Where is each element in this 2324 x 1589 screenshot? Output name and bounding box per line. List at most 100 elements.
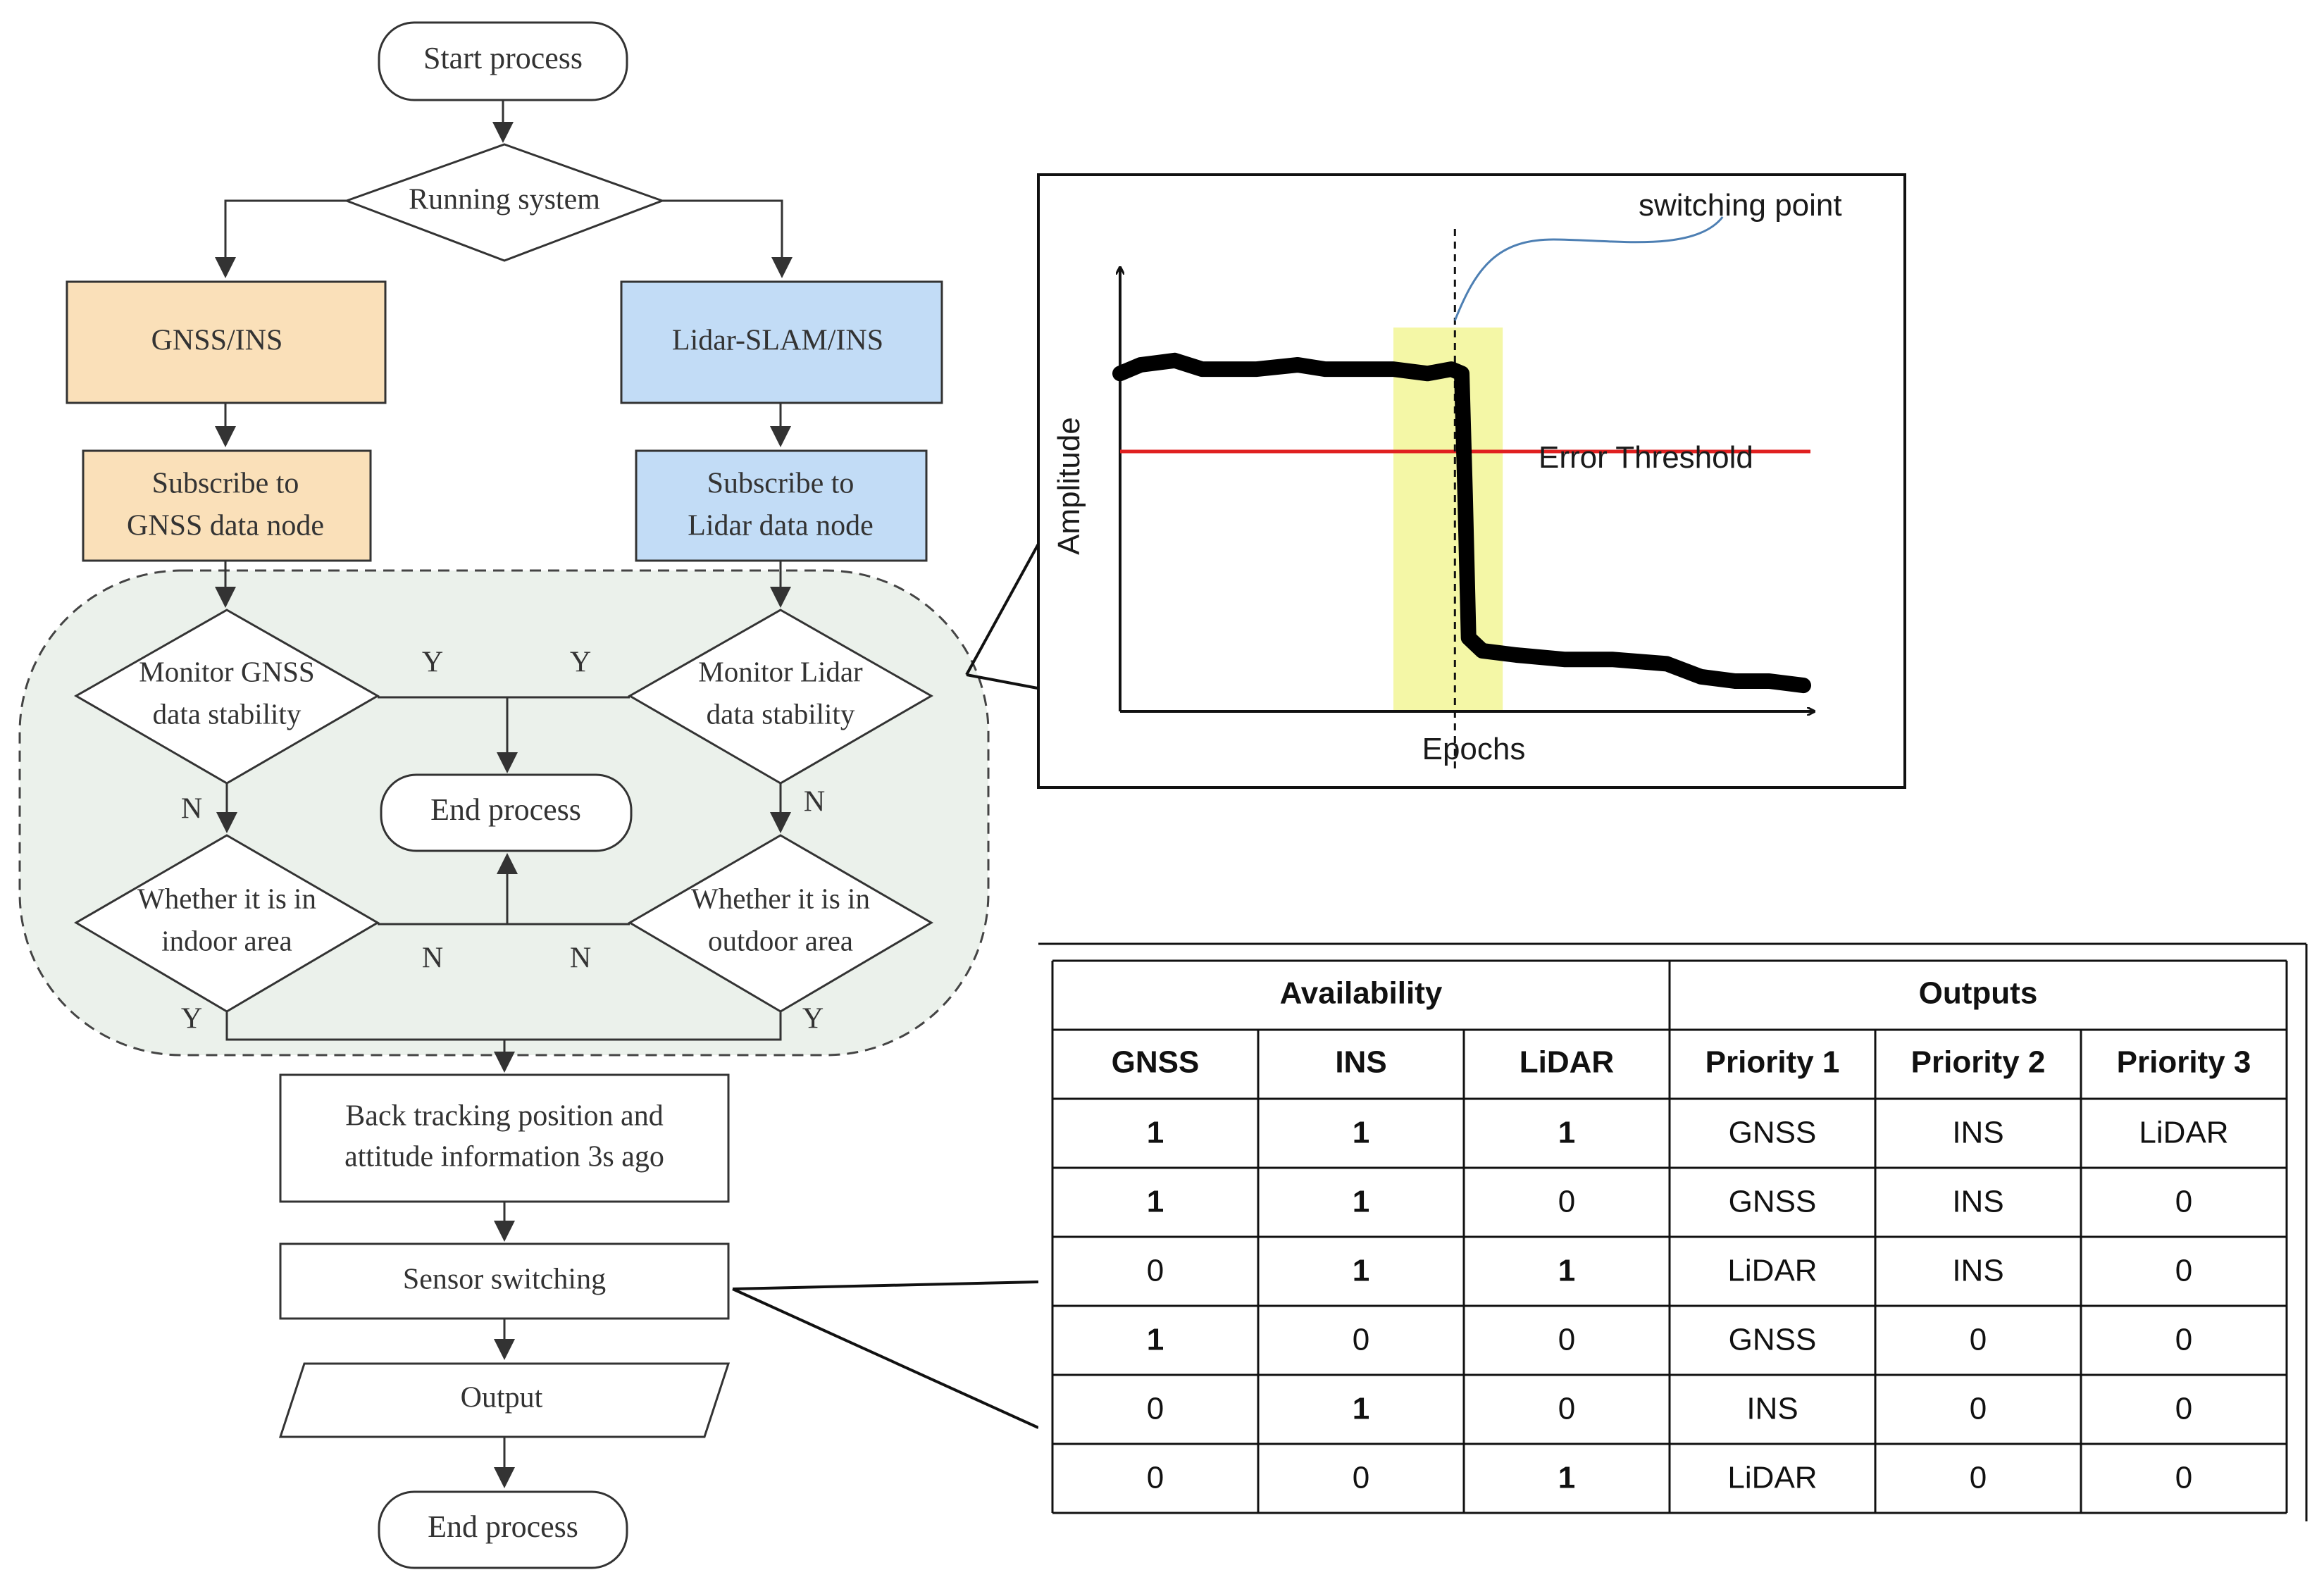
switching-chart: switching point Error Threshold Epochs A…: [1037, 173, 1906, 789]
table-cell: 0: [2175, 1254, 2192, 1288]
lidar-slam-ins-label: Lidar-SLAM/INS: [672, 325, 883, 357]
chart-callout-line: [965, 538, 1043, 675]
sensor-switching-label: Sensor switching: [403, 1264, 606, 1296]
no-label: N: [804, 786, 825, 818]
table-cell: 0: [1558, 1185, 1575, 1219]
no-label: N: [570, 942, 591, 975]
back-tracking-node: Back tracking position and attitude info…: [279, 1073, 730, 1203]
connector-arrow: [662, 199, 793, 278]
subscribe-lidar-node: Subscribe to Lidar data node: [635, 449, 928, 562]
table-cell: 1: [1147, 1323, 1164, 1357]
table-column-header: INS: [1335, 1045, 1386, 1080]
table-cell: 0: [1970, 1392, 1987, 1426]
table-group-header: Availability: [1280, 976, 1443, 1011]
callout-lines: [732, 538, 1043, 1429]
table-cell: INS: [1746, 1392, 1798, 1426]
x-axis-label: Epochs: [1422, 732, 1526, 766]
indoor-check-label-line2: indoor area: [161, 924, 292, 956]
table-cell: 0: [1147, 1254, 1164, 1288]
end-process-inner-node: End process: [380, 773, 633, 852]
error-threshold-annotation: Error Threshold: [1539, 440, 1753, 475]
table-cell: 0: [2175, 1392, 2192, 1426]
table-cell: 1: [1353, 1392, 1369, 1426]
table-cell: 0: [1147, 1461, 1164, 1495]
table-cell: LiDAR: [1727, 1254, 1817, 1288]
table-callout-line: [732, 1288, 1039, 1429]
subscribe-gnss-label-line1: Subscribe to: [152, 468, 299, 500]
table-cell: 1: [1558, 1254, 1575, 1288]
yes-label: Y: [570, 647, 591, 679]
end-process-node: End process: [378, 1490, 628, 1569]
subscribe-lidar-label-line2: Lidar data node: [688, 510, 874, 542]
table-cell: 0: [1147, 1392, 1164, 1426]
switching-point-leader: [1453, 216, 1724, 321]
outdoor-check-label-line1: Whether it is in: [691, 882, 870, 914]
table-cell: 1: [1147, 1185, 1164, 1219]
running-system-decision: Running system: [343, 143, 666, 262]
table-cell: 0: [2175, 1323, 2192, 1357]
table-cell: 1: [1147, 1116, 1164, 1150]
table-outer-frame: [1038, 944, 2306, 1521]
y-axis-label: Amplitude: [1052, 417, 1086, 555]
table-cell: INS: [1952, 1185, 2003, 1219]
outdoor-area-decision: Whether it is in outdoor area: [628, 834, 933, 1013]
output-label: Output: [461, 1382, 543, 1414]
subscribe-gnss-label-line2: GNSS data node: [127, 510, 324, 542]
table-cell: LiDAR: [1727, 1461, 1817, 1495]
sensor-switching-node: Sensor switching: [279, 1242, 730, 1320]
gnss-ins-label: GNSS/INS: [151, 325, 283, 357]
indoor-area-decision: Whether it is in indoor area: [74, 834, 380, 1013]
table-cell: 1: [1353, 1254, 1369, 1288]
amplitude-series-line: [1112, 352, 1811, 694]
yes-label: Y: [181, 1003, 202, 1035]
no-label: N: [181, 793, 202, 825]
table-cell: GNSS: [1729, 1185, 1817, 1219]
table-column-header: Priority 1: [1705, 1045, 1840, 1080]
table-cell: 0: [2175, 1185, 2192, 1219]
monitor-lidar-decision: Monitor Lidar data stability: [627, 609, 934, 785]
yes-label: Y: [422, 647, 443, 679]
table-cell: 1: [1558, 1461, 1575, 1495]
running-system-label: Running system: [409, 184, 600, 216]
table-column-header: GNSS: [1112, 1045, 1200, 1080]
table-cell: 1: [1353, 1116, 1369, 1150]
table-cell: 0: [1970, 1461, 1987, 1495]
table-cell: INS: [1952, 1254, 2003, 1288]
table-cell: 0: [1558, 1392, 1575, 1426]
connector-arrow: [215, 199, 347, 278]
table-cell: 1: [1558, 1116, 1575, 1150]
subscribe-lidar-label-line1: Subscribe to: [707, 468, 855, 500]
table-column-header: Priority 2: [1911, 1045, 2046, 1080]
table-cell: 0: [1970, 1323, 1987, 1357]
gnss-ins-node: GNSS/INS: [66, 280, 387, 404]
outdoor-check-label-line2: outdoor area: [708, 924, 853, 956]
yes-label: Y: [802, 1003, 824, 1035]
back-tracking-label-line2: attitude information 3s ago: [344, 1141, 664, 1173]
monitor-gnss-label-line2: data stability: [153, 697, 302, 730]
subscribe-gnss-node: Subscribe to GNSS data node: [82, 449, 372, 562]
table-cell: GNSS: [1729, 1116, 1817, 1150]
table-cell: LiDAR: [2139, 1116, 2228, 1150]
switching-point-annotation: switching point: [1639, 188, 1842, 223]
table-cell: INS: [1952, 1116, 2003, 1150]
table-cell: GNSS: [1729, 1323, 1817, 1357]
monitor-lidar-label-line2: data stability: [707, 697, 855, 730]
table-column-header: LiDAR: [1520, 1045, 1614, 1080]
table-group-header: Outputs: [1919, 976, 2038, 1011]
monitor-gnss-decision: Monitor GNSS data stability: [73, 609, 380, 785]
output-node: Output: [278, 1362, 731, 1438]
table-cell: 0: [1558, 1323, 1575, 1357]
table-cell: 0: [1353, 1461, 1369, 1495]
table-callout-line: [732, 1280, 1039, 1290]
back-tracking-label-line1: Back tracking position and: [345, 1100, 663, 1133]
start-process-node: Start process: [378, 21, 628, 101]
monitor-lidar-label-line1: Monitor Lidar: [698, 655, 863, 687]
lidar-slam-ins-node: Lidar-SLAM/INS: [620, 280, 943, 404]
monitor-gnss-label-line1: Monitor GNSS: [139, 655, 314, 687]
end-process-label: End process: [428, 1509, 578, 1544]
indoor-check-label-line1: Whether it is in: [137, 882, 316, 914]
no-label: N: [422, 942, 443, 975]
